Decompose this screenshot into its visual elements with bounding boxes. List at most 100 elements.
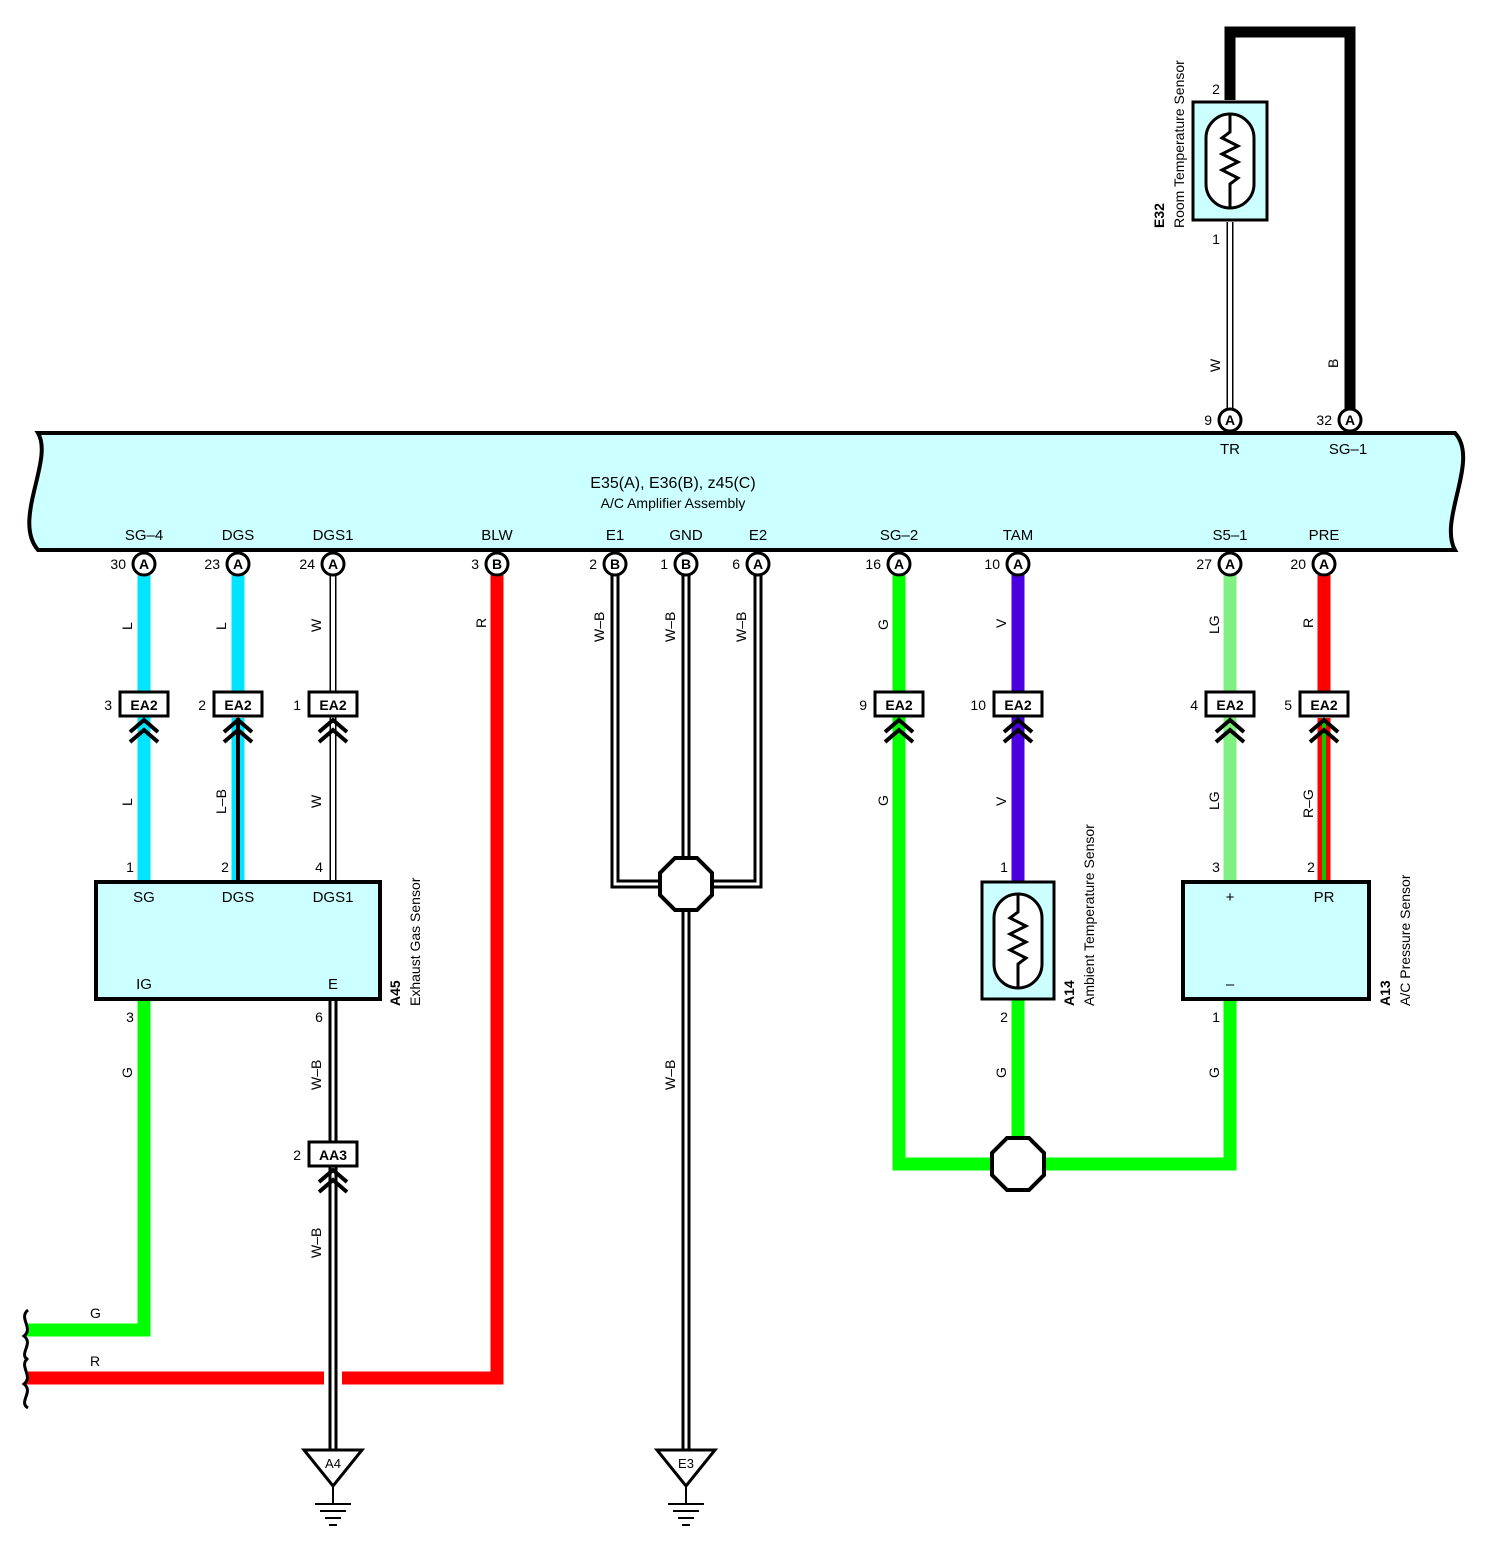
terminal-label: + — [1226, 889, 1235, 906]
pin-number: 1 — [126, 859, 134, 875]
terminal-label: E — [328, 976, 338, 993]
connectors: EA2 3 EA2 2 EA2 1 EA2 9 EA2 — [104, 690, 1350, 1194]
wire-end-brace-g — [21, 1308, 30, 1362]
component-code: A13 — [1377, 980, 1393, 1006]
component-code: E32 — [1151, 203, 1167, 228]
terminal-label: DGS1 — [313, 889, 354, 906]
terminal-label: PRE — [1309, 527, 1340, 544]
component-name: A/C Pressure Sensor — [1397, 874, 1413, 1006]
wire-wb-ground-bundle — [610, 575, 763, 1450]
wire-label: L — [213, 622, 229, 630]
amplifier-title: E35(A), E36(B), z45(C) — [590, 475, 755, 492]
wire-label: L–B — [213, 789, 229, 814]
connector-letter: A — [1319, 556, 1329, 572]
wire-label: W–B — [308, 1060, 324, 1090]
amp-terminal-tr: TR 9 A — [1204, 407, 1243, 458]
wire-label: W–B — [662, 1060, 678, 1090]
wire-label: W — [308, 794, 324, 808]
connector-letter: A — [1345, 412, 1355, 428]
connector-label: EA2 — [224, 697, 251, 713]
pin-number: 2 — [1212, 81, 1220, 97]
wire-label: G — [1206, 1067, 1222, 1078]
wire-g-sg2 — [892, 575, 1237, 1171]
connector-pin: 3 — [104, 697, 112, 713]
ground-e3: E3 — [653, 1448, 719, 1526]
connector-letter: B — [610, 556, 620, 572]
terminal-label: DGS — [222, 527, 255, 544]
connector-label: AA3 — [319, 1147, 347, 1163]
pin-number: 23 — [204, 556, 220, 572]
terminal-label: BLW — [481, 527, 513, 544]
component-name: Exhaust Gas Sensor — [407, 877, 423, 1006]
terminal-label: DGS1 — [313, 527, 354, 544]
connector-pin: 4 — [1190, 697, 1198, 713]
pin-number: 6 — [732, 556, 740, 572]
pin-number: 3 — [1212, 859, 1220, 875]
terminal-label: SG–2 — [880, 527, 918, 544]
pin-number: 1 — [1212, 231, 1220, 247]
connector-ea2-3: EA2 3 — [104, 690, 170, 744]
component-code: A14 — [1061, 980, 1077, 1006]
pin-number: 32 — [1316, 412, 1332, 428]
connector-label: EA2 — [1004, 697, 1031, 713]
terminal-label: E1 — [606, 527, 624, 544]
wire-label: R — [90, 1353, 100, 1369]
connector-letter: A — [139, 556, 149, 572]
pin-number: 30 — [110, 556, 126, 572]
pin-number: 2 — [1000, 1009, 1008, 1025]
connector-letter: A — [1013, 556, 1023, 572]
amp-terminal-sg1: SG–1 32 A — [1316, 407, 1367, 458]
component-code: A45 — [387, 980, 403, 1006]
ground-a4: A4 — [300, 1448, 366, 1526]
wire-label: W–B — [308, 1228, 324, 1258]
wire-end-brace-r — [21, 1356, 30, 1410]
pin-number: 6 — [315, 1009, 323, 1025]
wire-label: W — [1207, 358, 1223, 372]
connector-pin: 2 — [293, 1147, 301, 1163]
pin-number: 20 — [1290, 556, 1306, 572]
wire-label: L — [119, 798, 135, 806]
wire-label: W — [308, 618, 324, 632]
wire-label: R — [1300, 618, 1316, 628]
splice-point-ground — [658, 856, 714, 912]
ac-pressure-sensor: + PR – 3 2 1 A13 A/C Pressure Sensor — [1181, 859, 1413, 1025]
connector-label: EA2 — [1310, 697, 1337, 713]
terminal-label: SG — [133, 889, 155, 906]
wire-label: B — [1325, 359, 1341, 368]
wire-g-ig — [26, 1000, 151, 1337]
splice-point-g — [990, 1136, 1046, 1192]
terminal-label: IG — [136, 976, 152, 993]
wire-label: W–B — [733, 612, 749, 642]
connector-letter: B — [492, 556, 502, 572]
connector-letter: B — [681, 556, 691, 572]
connector-letter: A — [1225, 412, 1235, 428]
ground-label: E3 — [678, 1456, 694, 1471]
terminal-label: PR — [1314, 889, 1335, 906]
terminal-label: S5–1 — [1212, 527, 1247, 544]
terminal-label: – — [1226, 976, 1235, 993]
pin-number: 1 — [1212, 1009, 1220, 1025]
exhaust-gas-sensor: SG DGS DGS1 IG E 1 2 4 3 6 A45 Exhaust G… — [94, 859, 423, 1025]
connector-letter: A — [328, 556, 338, 572]
connector-ea2-5: EA2 5 — [1284, 690, 1350, 744]
pin-number: 3 — [126, 1009, 134, 1025]
wire-label: V — [993, 618, 1009, 628]
connector-pin: 10 — [970, 697, 986, 713]
thermistor-icon — [1218, 114, 1242, 208]
thermistor-icon — [1006, 894, 1030, 988]
connector-letter: A — [1225, 556, 1235, 572]
wire-label: R–G — [1300, 789, 1316, 818]
pin-number: 4 — [315, 859, 323, 875]
wire-label: LG — [1206, 791, 1222, 810]
connector-ea2-4: EA2 4 — [1190, 690, 1256, 744]
terminal-label: SG–4 — [125, 527, 163, 544]
pin-number: 2 — [1307, 859, 1315, 875]
